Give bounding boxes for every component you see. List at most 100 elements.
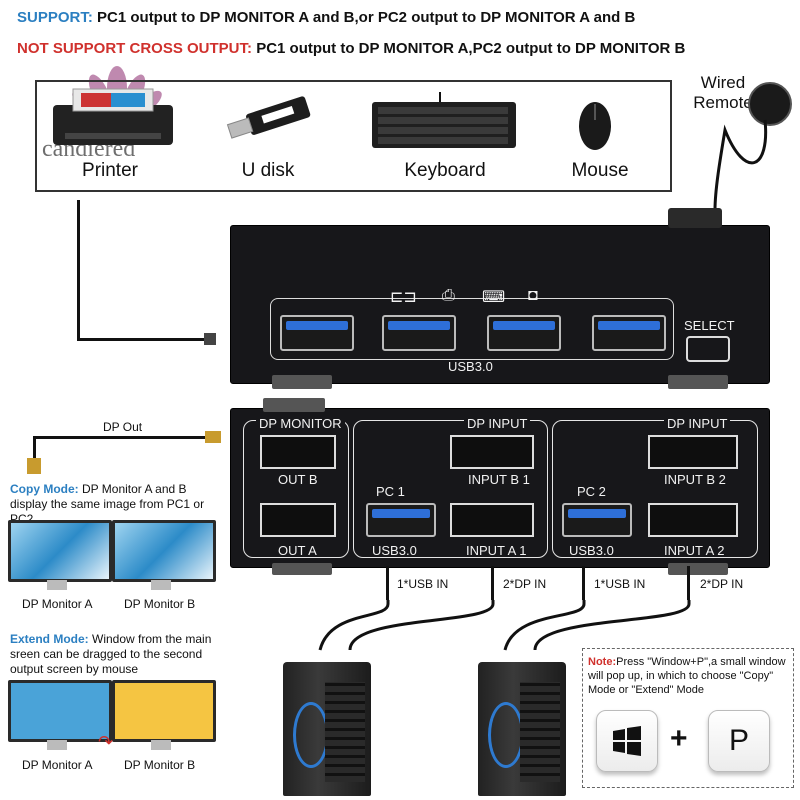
input-a1-port[interactable] [450, 503, 534, 537]
front-udisk-icon: ⊏⊐ [390, 289, 417, 306]
support-key: SUPPORT: [17, 9, 93, 26]
input-b2-label: INPUT B 2 [664, 472, 726, 487]
usb-in-2-label: 1*USB IN [594, 577, 646, 591]
usb-ports-frame [270, 298, 674, 360]
usb-in-2-cable [582, 566, 585, 600]
pc2-tower [478, 662, 566, 796]
copy-monitor-b-screen [112, 520, 216, 582]
kvm-front-panel [230, 225, 770, 384]
peripherals-box [35, 80, 672, 192]
note-desc: Press "Window+P",a small window will pop… [588, 656, 786, 696]
dp-input-1-label: DP INPUT [464, 416, 531, 431]
usb-in-1-cable [386, 566, 389, 600]
extend-monitor-a-stand [47, 740, 67, 750]
dp-in-1-cable [491, 566, 494, 600]
pc1-usb-port[interactable] [366, 503, 436, 537]
peripheral-label-printer: Printer [82, 160, 138, 181]
pc1-group [353, 420, 548, 558]
input-a2-label: INPUT A 2 [664, 543, 725, 558]
dp-in-1-label: 2*DP IN [503, 577, 547, 591]
remote-jack [668, 208, 722, 228]
support-line: SUPPORT: PC1 output to DP MONITOR A and … [17, 9, 635, 26]
dp-input-2-label: DP INPUT [664, 416, 731, 431]
not-support-text: PC1 output to DP MONITOR A,PC2 output to… [256, 40, 686, 57]
keyboard-icon [370, 92, 520, 150]
pc2-fan-light [488, 702, 524, 768]
front-usb-port-2[interactable] [382, 315, 456, 351]
drag-arrow-icon: ↷ [98, 732, 114, 752]
peripheral-label-keyboard: Keyboard [404, 160, 486, 181]
dp-out-plug-left [27, 458, 41, 474]
dp-out-plug-right [205, 431, 221, 443]
printer-cable-plug [204, 333, 216, 345]
front-usb-port-4[interactable] [592, 315, 666, 351]
input-a1-label: INPUT A 1 [466, 543, 527, 558]
foot-back-left [263, 398, 325, 412]
p-key: P [708, 710, 770, 772]
note-box [582, 648, 794, 788]
pc2-group [552, 420, 758, 558]
dp-out-a-port[interactable] [260, 503, 336, 537]
extend-monitor-a-screen [8, 680, 112, 742]
pc2-usb-label: USB3.0 [569, 543, 614, 558]
printer-cable [77, 200, 80, 340]
extend-mode-desc: Window from the main sreen can be dragge… [10, 632, 212, 676]
not-support-key: NOT SUPPORT CROSS OUTPUT: [17, 40, 253, 57]
extend-mode-key: Extend Mode: [10, 632, 89, 646]
pc2-label: PC 2 [577, 484, 606, 499]
copy-mode-key: Copy Mode: [10, 482, 79, 496]
extend-monitor-b-stand [151, 740, 171, 750]
front-usb-port-1[interactable] [280, 315, 354, 351]
copy-monitor-b-stand [151, 580, 171, 590]
dp-in-2-cable [687, 566, 690, 600]
extend-mode-text: Extend Mode: Window from the main sreen … [10, 632, 225, 677]
not-support-line: NOT SUPPORT CROSS OUTPUT: PC1 output to … [17, 40, 685, 57]
input-b1-label: INPUT B 1 [468, 472, 530, 487]
printer-icon [45, 85, 180, 150]
kvm-back-panel [230, 408, 770, 568]
peripheral-label-mouse: Mouse [571, 160, 629, 181]
copy-monitor-a-screen [8, 520, 112, 582]
copy-monitor-a-stand [47, 580, 67, 590]
usb-in-1-label: 1*USB IN [397, 577, 449, 591]
dp-out-b-port[interactable] [260, 435, 336, 469]
mouse-icon [570, 92, 620, 152]
dp-out-label: DP Out [103, 420, 143, 434]
pc1-grille [325, 682, 365, 782]
copy-monitor-b-label: DP Monitor B [124, 597, 196, 611]
front-printer-icon: ⎙ [442, 287, 455, 304]
support-text: PC1 output to DP MONITOR A and B,or PC2 … [97, 9, 636, 26]
plus-sign: + [670, 722, 688, 755]
remote-label-line2: Remote [693, 93, 753, 112]
pc2-usb-port[interactable] [562, 503, 632, 537]
input-a2-port[interactable] [648, 503, 738, 537]
select-label: SELECT [684, 318, 735, 333]
windows-key [596, 710, 658, 772]
windows-logo-icon [613, 726, 641, 756]
usb-drive-icon [218, 90, 318, 150]
extend-monitor-b-label: DP Monitor B [124, 758, 196, 772]
remote-label-line1: Wired [700, 73, 746, 92]
extend-monitor-b-screen [112, 680, 216, 742]
printer-cable-h [77, 338, 207, 341]
pc1-label: PC 1 [376, 484, 405, 499]
remote-label: Wired Remote [683, 73, 763, 113]
front-usb-port-3[interactable] [487, 315, 561, 351]
foot-front-right [668, 375, 728, 389]
remote-cable [713, 119, 768, 211]
select-button[interactable] [686, 336, 730, 362]
foot-front-left [272, 375, 332, 389]
input-b1-port[interactable] [450, 435, 534, 469]
pc1-fan-light [293, 702, 329, 768]
out-b-label: OUT B [278, 472, 318, 487]
dp-in-2-label: 2*DP IN [700, 577, 744, 591]
foot-back-bottom-right [668, 563, 728, 575]
remote-button[interactable] [748, 82, 792, 126]
dp-monitor-label: DP MONITOR [256, 416, 345, 431]
out-a-label: OUT A [278, 543, 317, 558]
pc2-grille [520, 682, 560, 782]
pc1-usb-label: USB3.0 [372, 543, 417, 558]
note-text: Note:Press "Window+P",a small window wil… [588, 655, 788, 697]
input-b2-port[interactable] [648, 435, 738, 469]
copy-monitor-a-label: DP Monitor A [22, 597, 93, 611]
